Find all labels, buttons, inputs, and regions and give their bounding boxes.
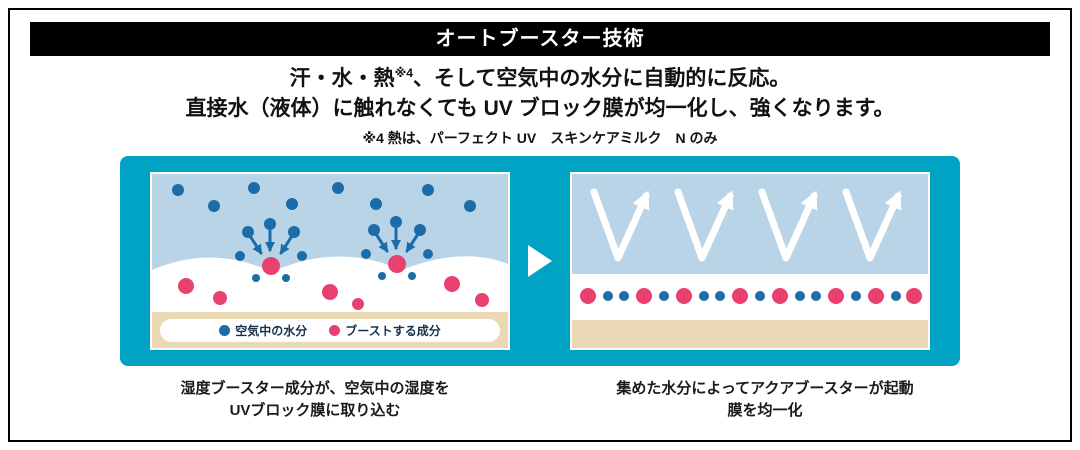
- title-banner: オートブースター技術: [30, 22, 1050, 56]
- absorb-arrows: [248, 227, 420, 255]
- legend-item-moisture: 空気中の水分: [219, 322, 307, 339]
- diagram-box: 空気中の水分 ブーストする成分: [120, 155, 960, 366]
- intro-text: 汗・水・熱※4、そして空気中の水分に自動的に反応。 直接水（液体）に触れなくても…: [10, 64, 1070, 125]
- caption-after-line2: 膜を均一化: [727, 402, 803, 420]
- booster-dot-icon: [329, 324, 341, 336]
- footnote-ref: ※4: [394, 66, 413, 80]
- intro-line-1-pre: 汗・水・熱: [289, 67, 395, 90]
- footnote-text: ※4 熱は、パーフェクト UV スキンケアミルク N のみ: [362, 129, 718, 146]
- moisture-dot-icon: [219, 324, 231, 336]
- legend-label-booster: ブーストする成分: [345, 323, 441, 338]
- caption-before-line2: UVブロック膜に取り込む: [229, 402, 401, 420]
- uv-reflect-arrows: [590, 188, 902, 262]
- after-diagram-svg: [572, 173, 928, 348]
- outer-frame: オートブースター技術 汗・水・熱※4、そして空気中の水分に自動的に反応。 直接水…: [8, 8, 1072, 442]
- legend: 空気中の水分 ブーストする成分: [160, 318, 500, 342]
- booster-dots: [178, 254, 489, 310]
- caption-after-line1: 集めた水分によってアクアブースターが起動: [616, 379, 914, 397]
- caption-after: 集めた水分によってアクアブースターが起動 膜を均一化: [540, 378, 990, 423]
- intro-line-1-post: 、そして空気中の水分に自動的に反応。: [412, 67, 791, 90]
- after-panel: [570, 171, 930, 350]
- arrow-right-icon: [528, 244, 552, 277]
- caption-before: 湿度ブースター成分が、空気中の湿度を UVブロック膜に取り込む: [90, 378, 540, 423]
- legend-item-booster: ブーストする成分: [329, 322, 441, 339]
- caption-before-line1: 湿度ブースター成分が、空気中の湿度を: [180, 379, 450, 397]
- moisture-dots: [172, 181, 476, 282]
- intro-line-1: 汗・水・熱※4、そして空気中の水分に自動的に反応。: [10, 64, 1070, 94]
- skin-layer: [572, 319, 928, 348]
- intro-line-2: 直接水（液体）に触れなくても UV ブロック膜が均一化し、強くなります。: [185, 97, 895, 121]
- legend-label-moisture: 空気中の水分: [235, 323, 308, 338]
- before-panel: 空気中の水分 ブーストする成分: [150, 171, 510, 350]
- captions-row: 湿度ブースター成分が、空気中の湿度を UVブロック膜に取り込む 集めた水分によっ…: [90, 378, 990, 423]
- uniform-film-dots: [580, 287, 922, 304]
